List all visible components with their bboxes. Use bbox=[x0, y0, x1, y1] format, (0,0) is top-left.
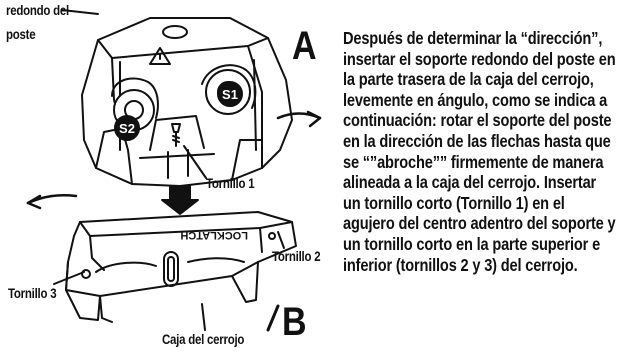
post-support-bracket bbox=[81, 17, 293, 187]
lock-box-label: Caja del cerrojo bbox=[162, 331, 245, 347]
embossed-brand-text: LOCKLATCH bbox=[180, 229, 248, 241]
screw-2-label: Tornillo 2 bbox=[272, 248, 321, 264]
instruction-line: Después de determinar la “dirección”, bbox=[343, 28, 603, 48]
letter-a: A bbox=[292, 24, 317, 68]
instruction-line: insertar el soporte redondo del poste en bbox=[343, 48, 616, 69]
lock-box bbox=[65, 211, 297, 323]
screw-1-label: Tornillo 1 bbox=[206, 175, 255, 191]
instruction-line: levemente en ángulo, como se indica a bbox=[343, 89, 608, 110]
instruction-line: se “”abroche”” firmemente de manera bbox=[343, 151, 604, 172]
instruction-line: un tornillo corto en la parte superior e bbox=[343, 233, 601, 254]
instruction-line: en la dirección de las flechas hasta que bbox=[343, 130, 611, 151]
instruction-line: la parte trasera de la caja del cerrojo, bbox=[343, 69, 594, 90]
post-support-label-line2: poste bbox=[6, 26, 36, 42]
instruction-line: inferior (tornillos 2 y 3) del cerrojo. bbox=[343, 254, 578, 275]
instruction-line: un tornillo corto (Tornillo 1) en el bbox=[343, 192, 565, 213]
mark-s2: S2 bbox=[119, 121, 135, 136]
instruction-line: continuación: rotar el soporte del poste bbox=[343, 110, 612, 131]
letter-b: B bbox=[282, 300, 307, 344]
mark-s1: S1 bbox=[222, 87, 238, 102]
instruction-line: alineada a la caja del cerrojo. Insertar bbox=[343, 172, 597, 193]
post-support-label-line1: redondo del bbox=[6, 2, 69, 18]
instructions-text: Después de determinar la “dirección”, in… bbox=[343, 28, 624, 275]
post-support-label: redondo del poste bbox=[6, 2, 69, 42]
screw-3-label: Tornillo 3 bbox=[8, 285, 57, 301]
instruction-line: agujero del centro adentro del soporte y bbox=[343, 213, 616, 234]
